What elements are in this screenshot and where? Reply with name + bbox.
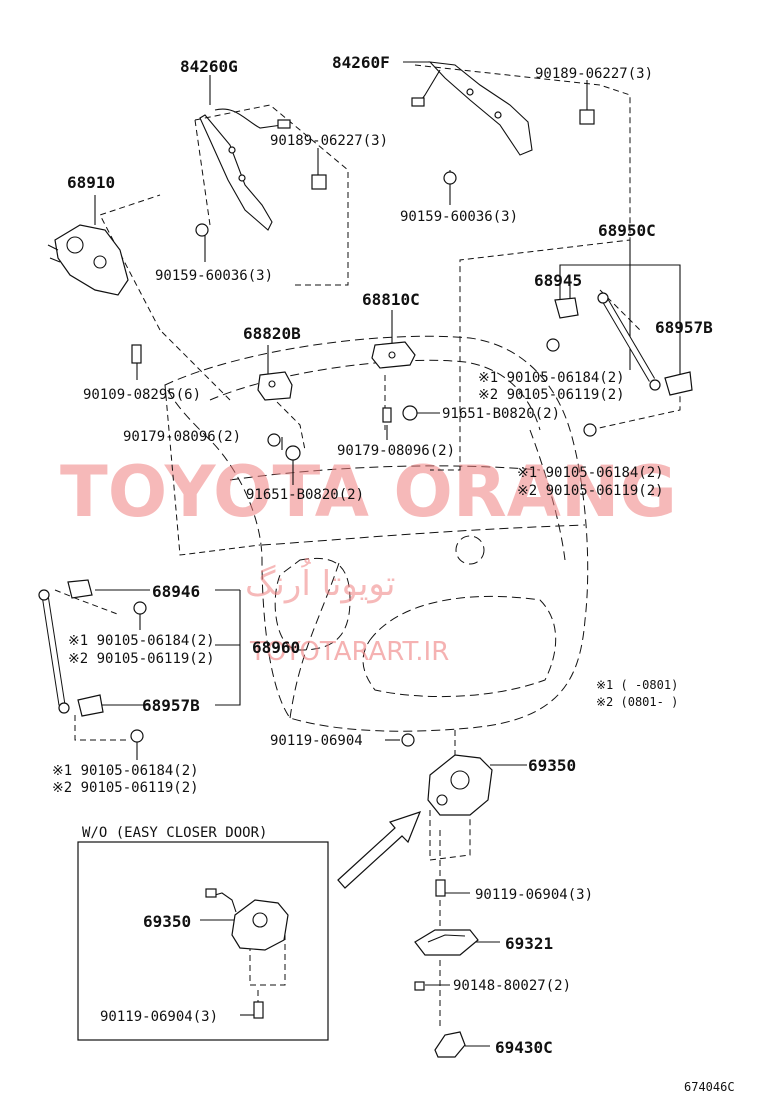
wire-harness-84260F [411,61,533,156]
label-90189-right: 90189-06227(3) [535,66,653,82]
label-90159-left: 90159-60036(3) [155,268,273,284]
label-90105-l4: ※2 90105-06119(2) [52,780,199,796]
label-90105-r3: ※1 90105-06184(2) [517,465,664,481]
label-68946: 68946 [152,582,200,601]
label-68820B: 68820B [243,324,301,343]
label-90179-right: 90179-08096(2) [337,443,455,459]
leader-lines [54,64,681,1030]
watermark-persian: تویوتا اُرنگ [245,558,395,604]
label-90105-r4: ※2 90105-06119(2) [517,483,664,499]
label-91651-right: 91651-B0820(2) [442,406,560,422]
label-68810C: 68810C [362,290,420,309]
inset-arrow [337,811,422,889]
label-68960: 68960 [252,638,300,657]
label-69350-main: 69350 [528,756,576,775]
damper-stay-left [38,579,147,743]
label-69430C: 69430C [495,1038,553,1057]
label-69350-inset: 69350 [143,912,191,931]
label-90119-b: 90119-06904(3) [475,887,593,903]
damper-stay-right [546,292,693,437]
clips [195,109,595,237]
diagram-code: 674046C [684,1080,735,1094]
label-90159-right: 90159-60036(3) [400,209,518,225]
label-90105-r2: ※2 90105-06119(2) [478,387,625,403]
label-90105-l1: ※1 90105-06184(2) [68,633,215,649]
label-68945: 68945 [534,271,582,290]
note-1: ※1 ( -0801) [596,678,678,692]
lock-69350-main [401,733,493,897]
hinge-68810C [371,341,416,369]
inset-box [77,841,329,1041]
label-90119-a: 90119-06904 [270,733,363,749]
label-90179-left: 90179-08096(2) [123,429,241,445]
label-91651-left: 91651-B0820(2) [246,487,364,503]
bolts-90109 [131,344,418,461]
note-2: ※2 (0801- ) [596,695,678,709]
watermark-site: TOYOTARART.IR [249,637,449,667]
label-68957B-right: 68957B [655,318,713,337]
inset-title: W/O (EASY CLOSER DOOR) [82,825,267,841]
actuator-68910 [47,224,129,296]
cover-69321 [414,929,479,956]
label-68950C: 68950C [598,221,656,240]
label-68910: 68910 [67,173,115,192]
label-90105-l2: ※2 90105-06119(2) [68,651,215,667]
label-leaders [94,61,681,1047]
label-90105-l3: ※1 90105-06184(2) [52,763,199,779]
watermark-main: TOYOTA ORANG [60,451,677,533]
label-69321: 69321 [505,934,553,953]
part-labels: 84260G 84260F 90189-06227(3) 90189-06227… [52,53,735,1094]
label-90109: 90109-08295(6) [83,387,201,403]
label-90189-left: 90189-06227(3) [270,133,388,149]
label-84260G: 84260G [180,57,238,76]
label-90105-r1: ※1 90105-06184(2) [478,370,625,386]
label-90148: 90148-80027(2) [453,978,571,994]
wire-harness-84260G [199,108,291,231]
label-84260F: 84260F [332,53,390,72]
label-68957B-left: 68957B [142,696,200,715]
hinge-68820B [257,371,293,401]
striker-69430C [414,981,466,1058]
label-90119-c: 90119-06904(3) [100,1009,218,1025]
